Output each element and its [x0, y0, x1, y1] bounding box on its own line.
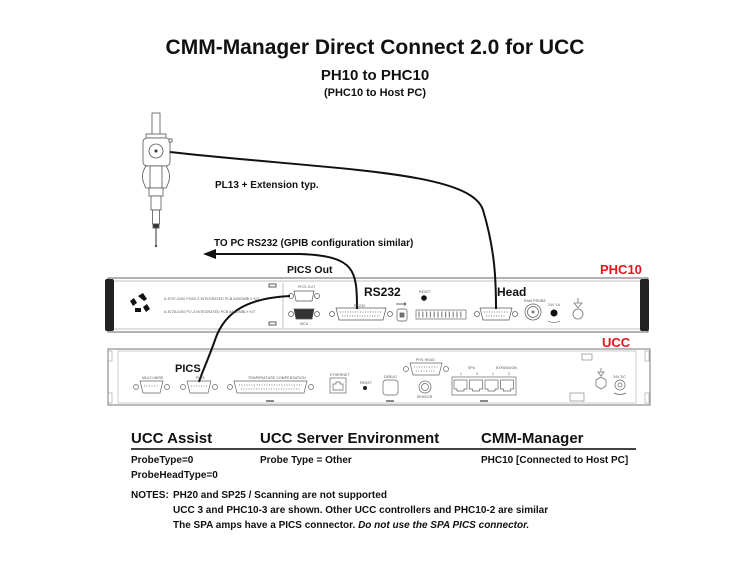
ucc-sensor-connector[interactable]: [418, 380, 432, 394]
phc10-power-jack[interactable]: [547, 309, 561, 323]
notes-label: NOTES:: [131, 490, 169, 501]
kit-line-1: A-5707-0200 PI200-3 INTEGRATED PCB ASSEM…: [164, 297, 260, 301]
pics-out-label: PICS Out: [287, 264, 333, 276]
rj45-port[interactable]: [469, 379, 483, 392]
port-1-label: 1: [460, 372, 463, 376]
ucc-temperature-compensation-connector[interactable]: [227, 380, 314, 402]
ucc-name: UCC: [602, 335, 631, 350]
settings-value: ProbeHeadType=0: [131, 470, 218, 481]
note-line-3: The SPA amps have a PICS connector. Do n…: [173, 518, 529, 533]
phc10-rs232-connector[interactable]: [329, 307, 393, 321]
port-4-label: 2: [508, 372, 511, 376]
arrow-head-icon: [203, 249, 216, 259]
diagram-title: CMM-Manager Direct Connect 2.0 for UCC: [165, 36, 585, 59]
ucc-ground-icon: [595, 368, 607, 390]
settings-divider: [131, 448, 636, 450]
reset-small-label: RESET: [419, 290, 432, 294]
rs232-label: RS232: [364, 285, 401, 299]
port-3-label: 1: [492, 372, 495, 376]
ucc-dc-label: 24V DC: [613, 375, 626, 379]
dc-small-label: 24V 1A: [548, 303, 561, 307]
phc10-name: PHC10: [600, 262, 642, 277]
ucc-debug-port[interactable]: [382, 379, 399, 402]
probe-cable-label: PL13 + Extension typ.: [215, 180, 319, 191]
probe-small-label: RAM PROBE: [524, 299, 546, 303]
spa-label: SPA: [468, 366, 476, 370]
cables: [169, 151, 497, 383]
rj45-port[interactable]: [500, 379, 514, 392]
mcu-small-label: MCU: [300, 322, 309, 326]
sensor-label: SENSOR: [417, 395, 433, 399]
rj45-port[interactable]: [484, 379, 499, 392]
recycle-icon: [130, 293, 150, 312]
phc10-mcu-connector[interactable]: [288, 308, 320, 320]
rs232-to-pc-cable: [215, 253, 358, 310]
ucc-pics-small-label: PICS: [196, 376, 205, 380]
phc10-dip-switches[interactable]: [415, 309, 467, 320]
multi-wire-label: MULTI-WIRE: [142, 376, 164, 380]
note-line-3-plain: The SPA amps have a PICS connector.: [173, 520, 359, 531]
ucc-phs-head-connector[interactable]: [403, 362, 449, 376]
usb-port-icon[interactable]: [396, 302, 408, 322]
phs-head-label: PHS HEAD: [416, 358, 435, 362]
phc10-probe-connector[interactable]: [524, 303, 542, 321]
ucc-pics-connector[interactable]: [180, 380, 218, 394]
diagram-subtitle: PH10 to PHC10: [320, 67, 430, 84]
diagram-subsubtitle: (PHC10 to Host PC): [323, 87, 427, 99]
ucc-reset-button[interactable]: [363, 386, 367, 390]
expansion-label: EXPANSION: [496, 366, 518, 370]
ucc-controller: [107, 348, 651, 406]
temp-comp-label: TEMPERATURE COMPENSATION: [248, 376, 306, 380]
settings-value: Probe Type = Other: [260, 455, 352, 466]
pics-out-small-label: PICS OUT: [298, 285, 316, 289]
ucc-spa-expansion-ports[interactable]: [451, 376, 517, 402]
pics-label: PICS: [175, 363, 201, 375]
note-line: PH20 and SP25 / Scanning are not support…: [173, 490, 387, 501]
pics-cable: [198, 295, 291, 383]
rj45-port[interactable]: [453, 379, 468, 392]
ucc-reset-label: RESET: [360, 381, 373, 385]
settings-value: PHC10 [Connected to Host PC]: [481, 455, 629, 466]
ucc-power-jack[interactable]: [613, 379, 627, 395]
phc10-head-connector[interactable]: [474, 307, 518, 321]
rs232-arrow-label: TO PC RS232 (GPIB configuration similar): [214, 238, 414, 249]
rs232-small-label: RS232: [354, 304, 366, 308]
debug-label: DEBUG: [384, 375, 397, 379]
ethernet-label: ETHERNET: [330, 373, 350, 377]
phc10-pics-out-connector[interactable]: [288, 290, 320, 302]
note-line-3-warning: Do not use the SPA PICS connector.: [358, 520, 530, 531]
settings-value: ProbeType=0: [131, 455, 194, 466]
phc10-reset-button[interactable]: [421, 295, 427, 301]
settings-heading-cmm-manager: CMM-Manager: [481, 430, 584, 447]
phc10-controller: [105, 277, 649, 333]
note-line: UCC 3 and PHC10-3 are shown. Other UCC c…: [173, 505, 549, 516]
settings-heading-ucc-server: UCC Server Environment: [260, 430, 440, 447]
ph10-probe-head-icon: [142, 112, 173, 248]
kit-line-2: A-5728-0200 PI7-3 INTEGRATED PCB ASSEMBL…: [164, 310, 256, 314]
phc10-ground-icon: [572, 298, 584, 320]
port-2-label: 2: [476, 372, 479, 376]
settings-heading-ucc-assist: UCC Assist: [131, 430, 213, 447]
head-label: Head: [497, 285, 527, 299]
probe-to-head-cable: [169, 151, 497, 310]
ucc-ethernet-port[interactable]: [329, 377, 347, 394]
ucc-multi-wire-connector[interactable]: [133, 380, 170, 394]
